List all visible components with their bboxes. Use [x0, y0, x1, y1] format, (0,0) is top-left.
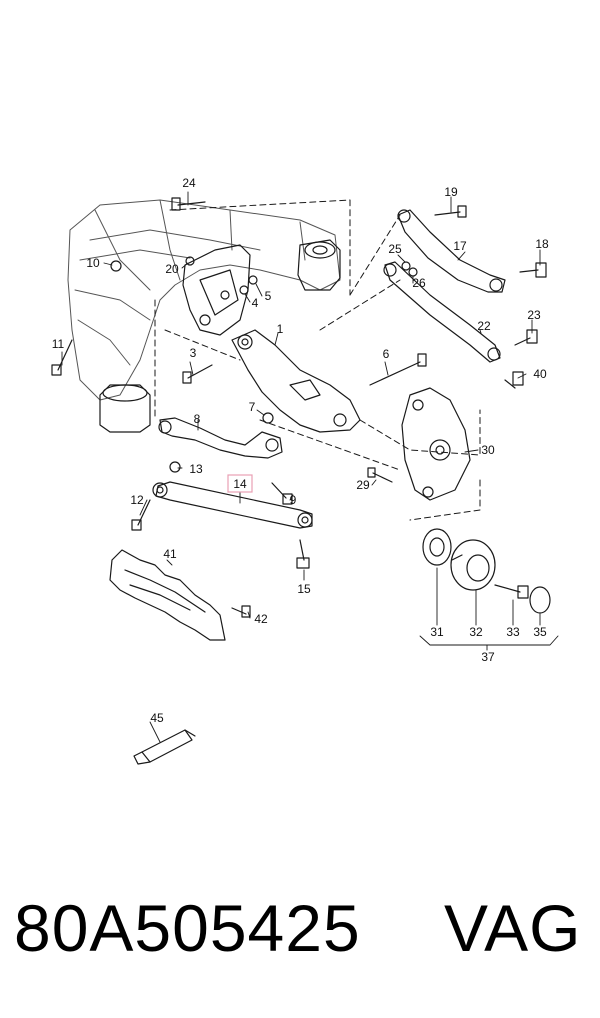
- callout-15: 15: [297, 582, 311, 596]
- callout-19: 19: [444, 185, 458, 199]
- callout-13: 13: [189, 462, 203, 476]
- callout-10: 10: [86, 256, 100, 270]
- dashed-guides: [154, 199, 481, 521]
- leader-lines: [61, 191, 559, 743]
- callout-42: 42: [254, 612, 268, 626]
- callout-24: 24: [182, 176, 196, 190]
- caption: 80A505425 VAG: [14, 880, 594, 990]
- wheel-hub: [450, 539, 496, 591]
- lower-control-arm: [231, 329, 361, 433]
- subframe-bracket: [182, 244, 251, 336]
- callout-23: 23: [527, 308, 541, 322]
- highlight-box-14: [227, 474, 253, 493]
- callout-30: 30: [481, 443, 495, 457]
- callout-6: 6: [383, 347, 390, 361]
- grease-tube: [133, 729, 196, 765]
- callout-37: 37: [481, 650, 495, 664]
- callout-3: 3: [190, 346, 197, 360]
- callout-41: 41: [163, 547, 177, 561]
- hub-bolt: [494, 584, 529, 599]
- callout-25: 25: [388, 242, 402, 256]
- callout-32: 32: [469, 625, 483, 639]
- wheel-bearing-housing: [401, 387, 471, 501]
- stone-guard-shield: [109, 549, 226, 641]
- callout-11: 11: [52, 337, 65, 351]
- subframe-bushing-top: [297, 239, 341, 291]
- callout-9: 9: [290, 493, 297, 507]
- brand-name: VAG: [444, 891, 582, 965]
- callout-12: 12: [130, 493, 144, 507]
- callout-14: 14: [233, 477, 247, 491]
- trailing-link-rod: [152, 481, 313, 529]
- callout-1: 1: [277, 322, 284, 336]
- callout-labels: 1 3 4 5 6 7 8 9 10 11 12 13 14 15 17 18 …: [52, 176, 549, 725]
- callout-31: 31: [430, 625, 444, 639]
- callout-20: 20: [165, 262, 179, 276]
- callout-22: 22: [477, 319, 491, 333]
- camber-arm: [158, 417, 283, 459]
- callout-40: 40: [533, 367, 547, 381]
- callout-33: 33: [506, 625, 520, 639]
- hub-cap: [529, 586, 551, 614]
- subframe: [67, 199, 341, 401]
- callout-18: 18: [535, 237, 549, 251]
- callout-5: 5: [265, 289, 272, 303]
- upper-arm-17: [397, 209, 506, 293]
- part-number: 80A505425: [14, 891, 361, 965]
- callout-17: 17: [453, 239, 467, 253]
- callout-45: 45: [150, 711, 164, 725]
- bearing-ring: [422, 528, 452, 566]
- fasteners: [51, 197, 547, 618]
- callout-35: 35: [533, 625, 547, 639]
- callout-29: 29: [356, 478, 370, 492]
- callout-26: 26: [412, 276, 426, 290]
- callout-7: 7: [249, 400, 256, 414]
- callout-4: 4: [252, 296, 259, 310]
- callout-8: 8: [194, 412, 201, 426]
- subframe-bushing-left: [99, 384, 151, 433]
- lateral-link-22: [383, 261, 501, 363]
